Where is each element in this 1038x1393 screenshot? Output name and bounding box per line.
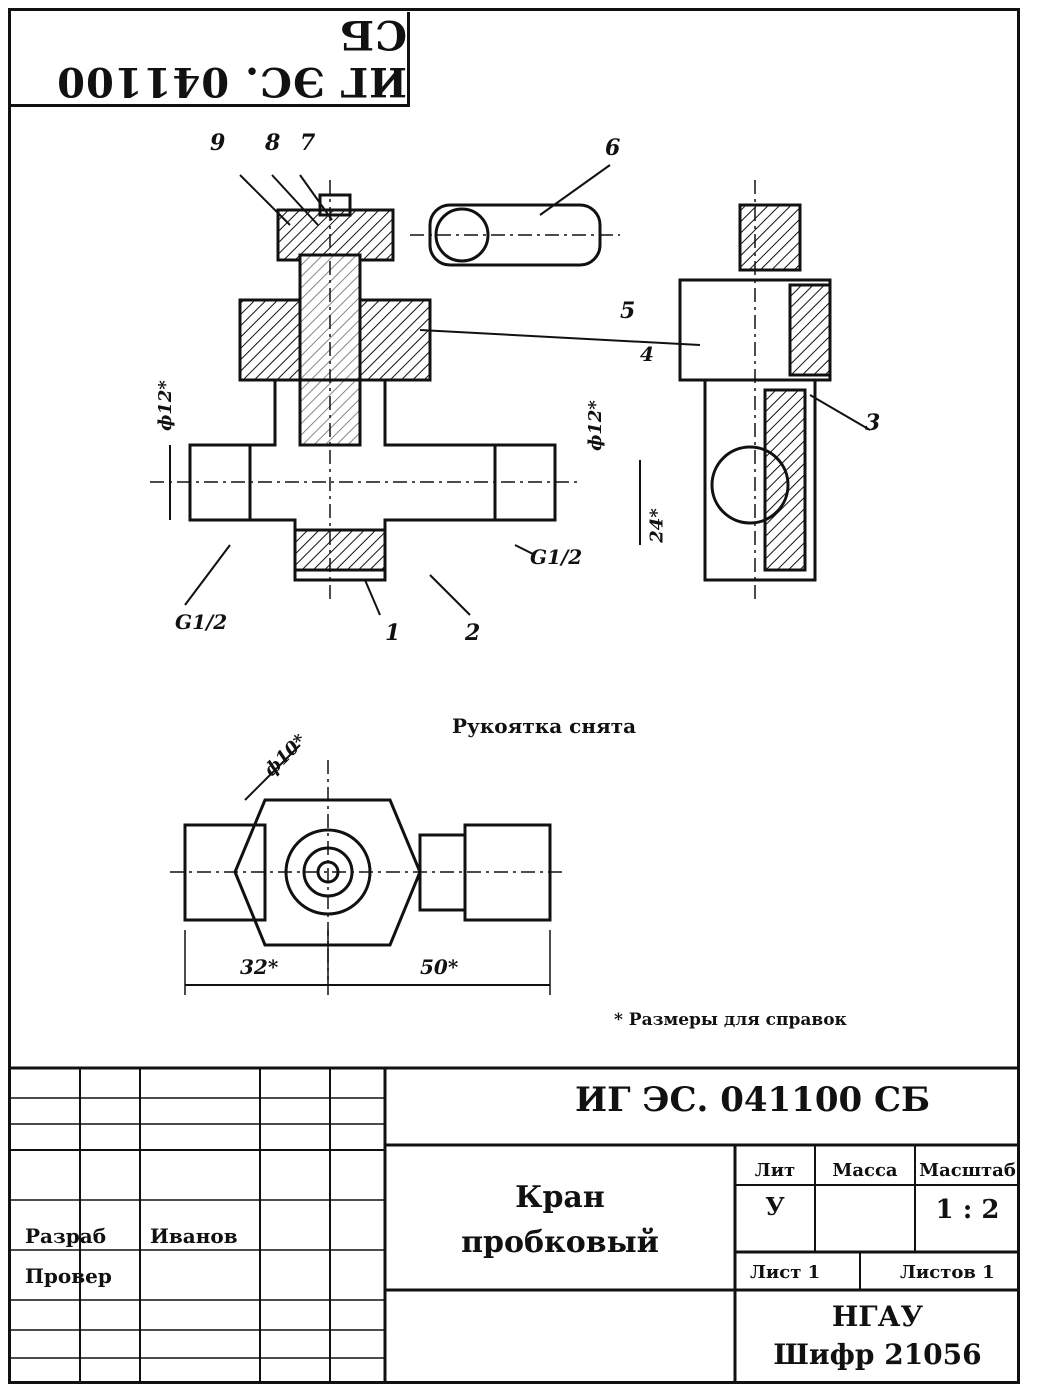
top-nut [276,208,395,262]
side-top-nut [738,203,802,272]
top-view [170,744,565,995]
rotated-code-stamp: ИГ ЭС. 041100 СБ [10,11,410,107]
label-dim32: 32* [240,955,279,979]
checker-role: Провер [25,1264,112,1288]
label-pos1: 1 [385,620,401,646]
developer-role: Разраб [25,1224,107,1248]
sheet-number: Лист 1 [750,1262,821,1283]
sheet-total: Листов 1 [900,1262,995,1283]
sheet-frame [8,8,1020,1384]
title-name-line2: пробковый [461,1225,659,1260]
plug-bottom [293,528,387,572]
title-block-grid [10,1066,1020,1384]
handle-hole [434,207,490,263]
top-cap [318,193,352,217]
lit-value: У [765,1192,785,1221]
label-dim50: 50* [420,955,459,979]
label-pos2: 2 [465,620,481,646]
label-pos7: 7 [300,130,316,156]
lit-header: Лит [754,1160,796,1181]
label-dia12-side: ф12* [584,400,606,451]
scale-value: 1 : 2 [935,1195,1000,1225]
label-dim24: 24* [646,508,668,543]
side-view [639,180,871,600]
label-pos3: 3 [865,410,881,436]
label-pos9: 9 [210,130,226,156]
developer-name: Иванов [150,1224,238,1248]
label-pos4: 4 [640,342,654,366]
label-pos6: 6 [605,135,621,161]
front-view [150,164,701,616]
title-name-line1: Кран [515,1180,605,1215]
title-code: ИГ ЭС. 041100 СБ [575,1080,931,1120]
side-body [703,378,817,582]
label-pos8: 8 [265,130,281,156]
label-pos5: 5 [620,298,636,324]
organization: НГАУ [831,1300,924,1333]
label-dia12-front: ф12* [154,380,176,431]
cipher: Шифр 21056 [773,1338,982,1371]
label-g12-left: G1/2 [175,610,228,634]
label-g12-right: G1/2 [530,545,583,569]
note-reference-dims: * Размеры для справок [614,1010,847,1030]
scale-header: Масштаб [919,1160,1016,1181]
note-handle-removed: Рукоятка снята [452,714,637,738]
mass-header: Масса [832,1160,898,1181]
